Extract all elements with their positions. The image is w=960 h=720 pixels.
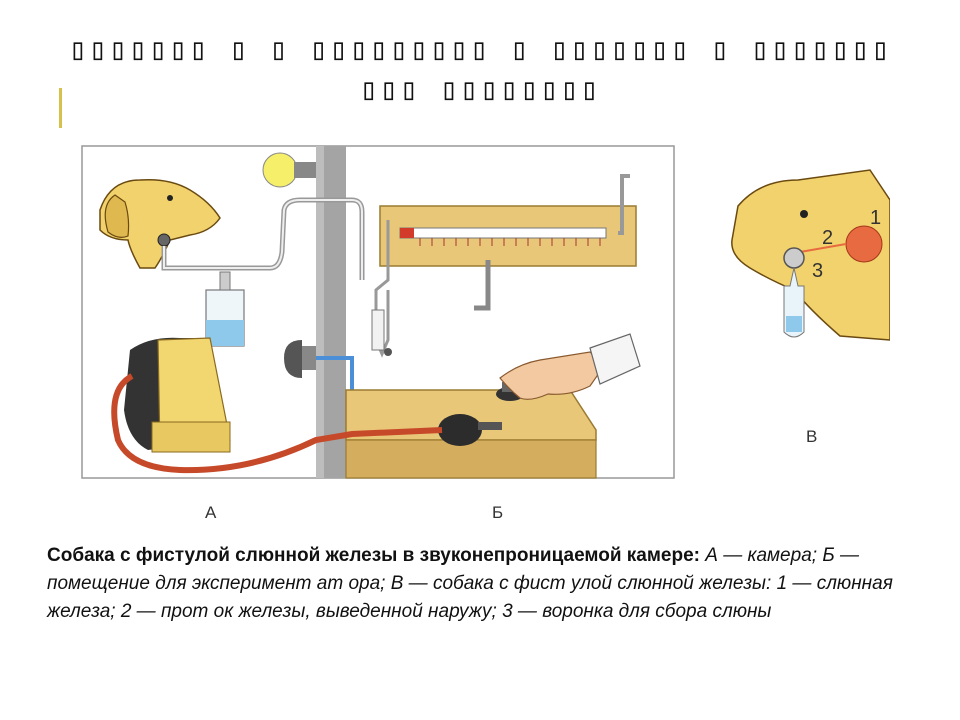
dog-chamber-a [99, 178, 221, 269]
collection-jar [205, 271, 245, 347]
marker-2: 2 [822, 227, 834, 249]
caption-italic: А — камера; Б — помещение для эксперимен… [47, 545, 893, 622]
burette [371, 220, 392, 358]
experimenter-table [345, 389, 597, 479]
label-b: Б [492, 503, 504, 522]
lamp-icon [262, 152, 316, 188]
accent-bar [59, 88, 62, 128]
rubber-bulb-icon [438, 414, 502, 446]
marker-1: 1 [870, 207, 882, 229]
measurement-board [379, 174, 637, 311]
pavlov-experiment-illustration [81, 145, 890, 479]
dog-c-profile [731, 169, 890, 341]
experimenter-hand-icon [499, 333, 641, 400]
marker-3: 3 [812, 260, 824, 282]
slide-title: ▯▯▯▯▯▯▯ ▯ ▯ ▯▯▯▯▯▯▯▯▯ ▯ ▯▯▯▯▯▯▯ ▯ ▯▯▯▯▯▯… [68, 32, 892, 107]
figure-caption: Собака с фистулой слюнной железы в звуко… [47, 542, 927, 626]
speaker-box [124, 337, 231, 453]
caption-bold: Собака с фистулой слюнной железы в звуко… [47, 545, 700, 566]
label-a: А [205, 503, 217, 522]
label-c: В [806, 427, 818, 446]
speaker-knob [284, 340, 316, 378]
